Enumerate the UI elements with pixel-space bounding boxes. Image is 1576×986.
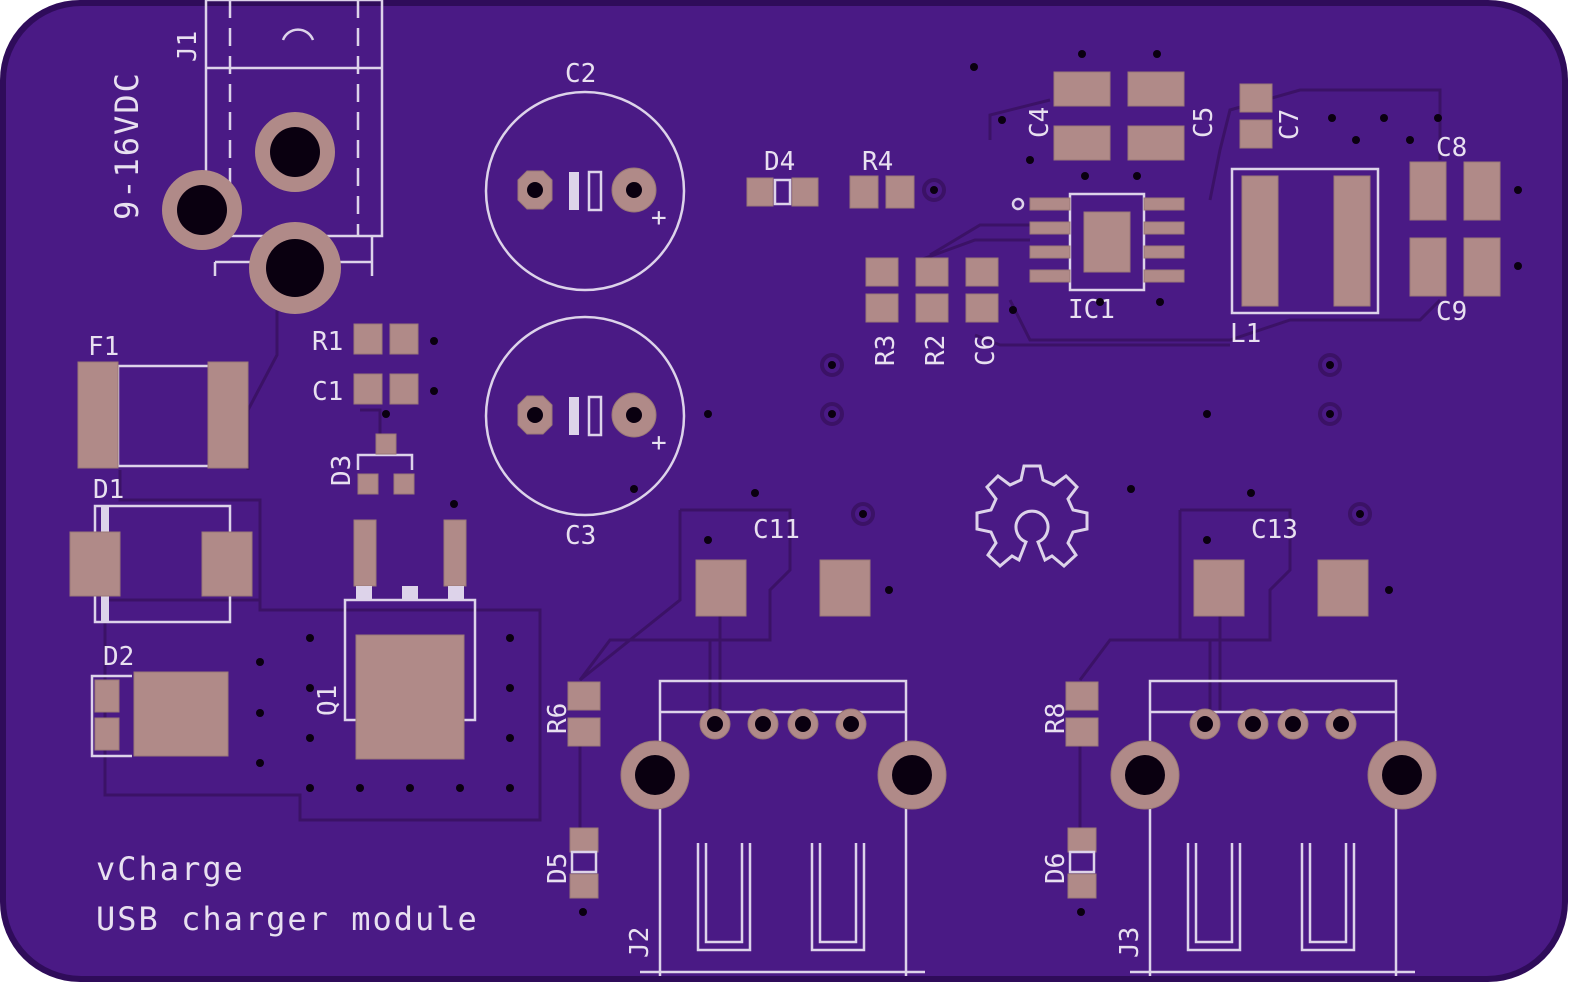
- c3-label: C3: [565, 521, 596, 551]
- input-voltage-label: 9-16VDC: [108, 71, 146, 220]
- j1-dc-jack: J1 9-16VDC: [108, 0, 384, 314]
- c1-label: C1: [312, 377, 343, 407]
- d5-diode: D5: [543, 827, 599, 899]
- ic1-chip: IC1: [1011, 192, 1185, 325]
- r6-resistor: R6: [543, 681, 601, 747]
- c2-capacitor: + C2: [484, 59, 686, 292]
- c9-capacitor: C9: [1409, 237, 1501, 327]
- c11-label: C11: [753, 515, 800, 545]
- c7-capacitor: C7: [1239, 83, 1305, 149]
- c8-label: C8: [1436, 133, 1467, 163]
- j3-usb-connector: J3: [1110, 679, 1437, 976]
- c13-capacitor: C13: [1193, 515, 1369, 617]
- c13-label: C13: [1251, 515, 1298, 545]
- d2-diode: D2: [90, 642, 229, 758]
- c6-label: C6: [971, 335, 1001, 366]
- d1-diode: D1: [69, 475, 253, 624]
- c8-capacitor: C8: [1409, 133, 1501, 221]
- j3-label: J3: [1115, 927, 1145, 958]
- c2-label: C2: [565, 59, 596, 89]
- q1-transistor: Q1: [313, 519, 477, 760]
- d1-label: D1: [93, 475, 124, 505]
- j1-label: J1: [173, 31, 203, 62]
- d4-label: D4: [764, 147, 795, 177]
- d3-diode: D3: [327, 433, 415, 495]
- c5-capacitor: C5: [1127, 71, 1219, 161]
- r4-label: R4: [862, 147, 893, 177]
- c2-polarity-mark: +: [651, 203, 667, 233]
- ic1-label: IC1: [1068, 295, 1115, 325]
- r2-resistor: R2: [915, 257, 951, 366]
- r1-label: R1: [312, 327, 343, 357]
- r4-resistor: R4: [849, 147, 915, 209]
- board-title: vCharge: [96, 850, 245, 888]
- c9-label: C9: [1436, 297, 1467, 327]
- r8-label: R8: [1041, 703, 1071, 734]
- c5-label: C5: [1189, 107, 1219, 138]
- r8-resistor: R8: [1041, 681, 1099, 747]
- d4-diode: D4: [746, 147, 819, 207]
- c4-capacitor: C4: [1025, 71, 1111, 161]
- l1-inductor: L1: [1230, 167, 1380, 349]
- board-subtitle: USB charger module: [96, 900, 479, 938]
- j2-usb-connector: J2: [620, 679, 947, 976]
- via-rings: [820, 178, 1372, 526]
- r2-label: R2: [921, 335, 951, 366]
- small-vias: [256, 50, 1522, 916]
- f1-label: F1: [88, 332, 119, 362]
- j2-label: J2: [625, 927, 655, 958]
- open-hardware-gear-icon: [975, 464, 1089, 568]
- c3-polarity-mark: +: [651, 428, 667, 458]
- r3-resistor: R3: [865, 257, 901, 366]
- d5-label: D5: [543, 853, 573, 884]
- d2-label: D2: [103, 642, 134, 672]
- d6-diode: D6: [1041, 827, 1097, 899]
- r1-resistor: R1: [312, 323, 419, 357]
- c7-label: C7: [1275, 109, 1305, 140]
- c1-capacitor: C1: [312, 373, 419, 407]
- d3-label: D3: [327, 455, 357, 486]
- d6-label: D6: [1041, 853, 1071, 884]
- c4-label: C4: [1025, 107, 1055, 138]
- c11-capacitor: C11: [695, 515, 871, 617]
- c3-capacitor: + C3: [484, 315, 686, 551]
- r6-label: R6: [543, 703, 573, 734]
- r3-label: R3: [871, 335, 901, 366]
- c6-capacitor: C6: [965, 257, 1001, 366]
- f1-fuse: F1: [77, 332, 249, 469]
- q1-label: Q1: [313, 685, 343, 716]
- l1-label: L1: [1230, 319, 1261, 349]
